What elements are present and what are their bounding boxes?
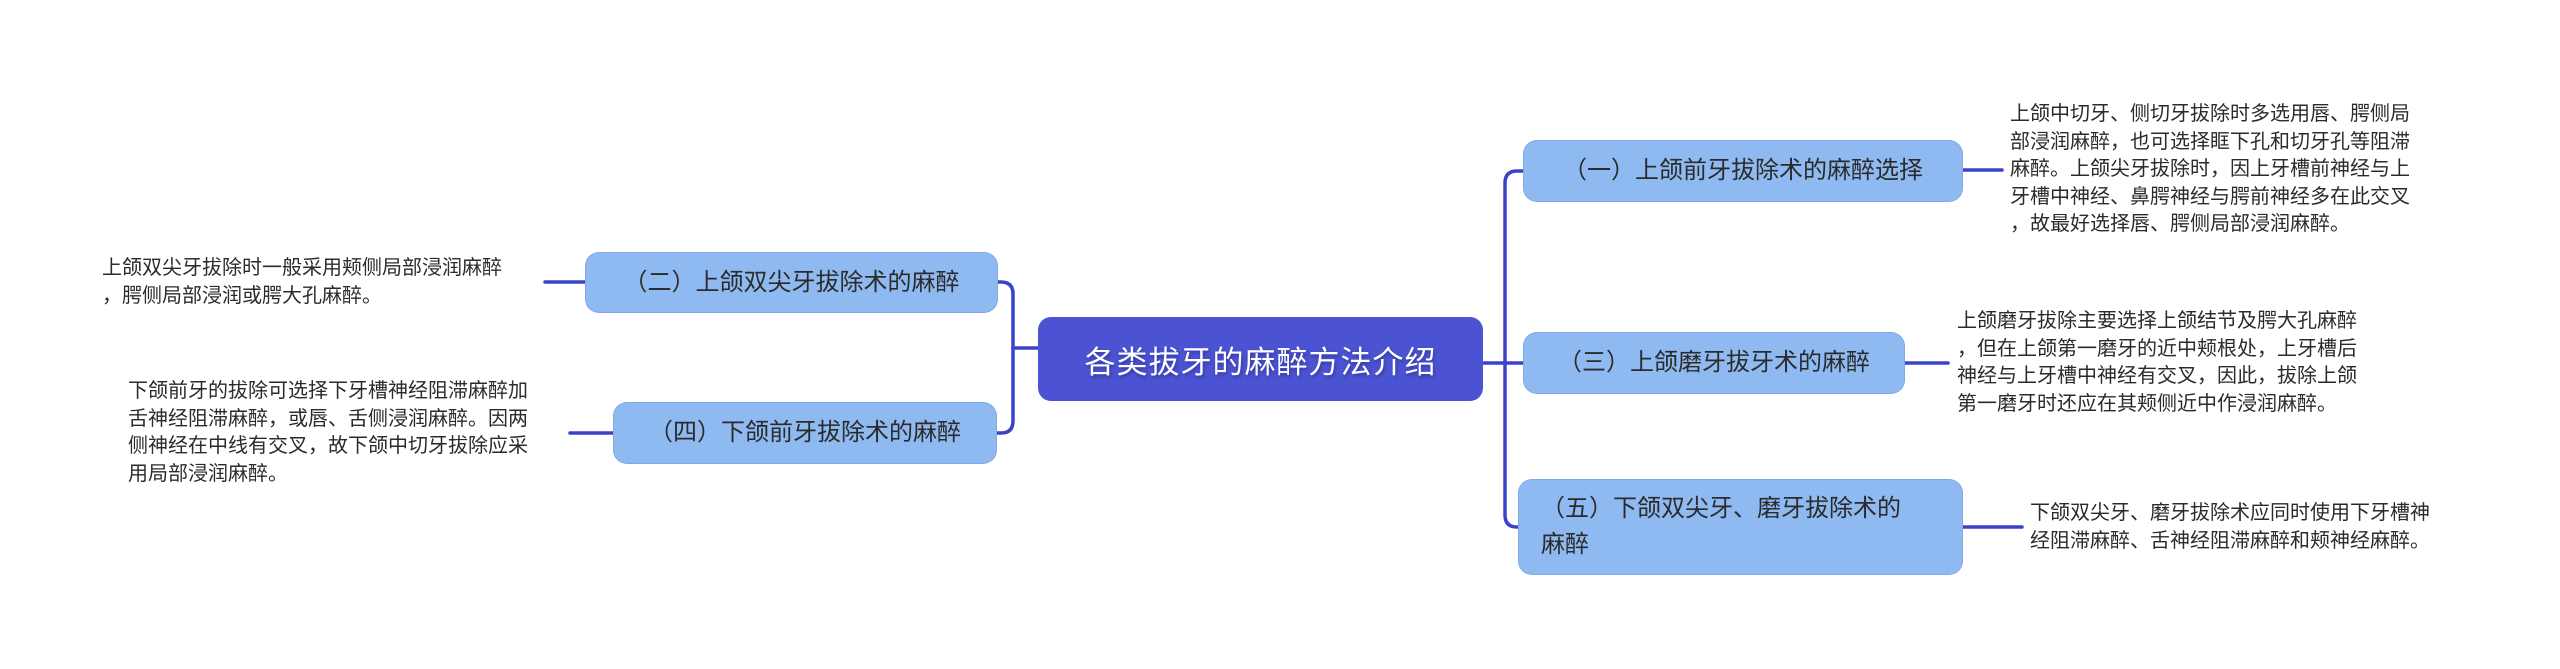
- connector-right-trunk-to-branch-five: [1503, 361, 1522, 529]
- branch-node-two[interactable]: （二）上颌双尖牙拔除术的麻醉: [585, 252, 998, 313]
- connector-left-trunk-to-branch-two: [996, 280, 1015, 350]
- note-branch-four: 下颌前牙的拔除可选择下牙槽神经阻滞麻醉加舌神经阻滞麻醉，或唇、舌侧浸润麻醉。因两…: [128, 380, 528, 485]
- branch-node-four[interactable]: （四）下颌前牙拔除术的麻醉: [613, 402, 997, 464]
- root-node[interactable]: 各类拔牙的麻醉方法介绍: [1038, 317, 1483, 401]
- connector-left-trunk-to-branch-four: [995, 346, 1015, 435]
- branch-node-five[interactable]: （五）下颌双尖牙、磨牙拔除术的 麻醉: [1518, 479, 1963, 575]
- connector-right-trunk-to-branch-one: [1503, 169, 1525, 365]
- note-branch-five: 下颌双尖牙、磨牙拔除术应同时使用下牙槽神经阻滞麻醉、舌神经阻滞麻醉和颊神经麻醉。: [2030, 502, 2430, 552]
- note-branch-one: 上颌中切牙、侧切牙拔除时多选用唇、腭侧局部浸润麻醉，也可选择眶下孔和切牙孔等阻滞…: [2010, 103, 2410, 235]
- branch-node-three[interactable]: （三）上颌磨牙拔牙术的麻醉: [1523, 332, 1905, 394]
- branch-node-one[interactable]: （一）上颌前牙拔除术的麻醉选择: [1523, 140, 1963, 202]
- note-branch-three: 上颌磨牙拔除主要选择上颌结节及腭大孔麻醉，但在上颌第一磨牙的近中颊根处，上牙槽后…: [1957, 310, 2357, 415]
- note-branch-two: 上颌双尖牙拔除时一般采用颊侧局部浸润麻醉，腭侧局部浸润或腭大孔麻醉。: [102, 257, 502, 307]
